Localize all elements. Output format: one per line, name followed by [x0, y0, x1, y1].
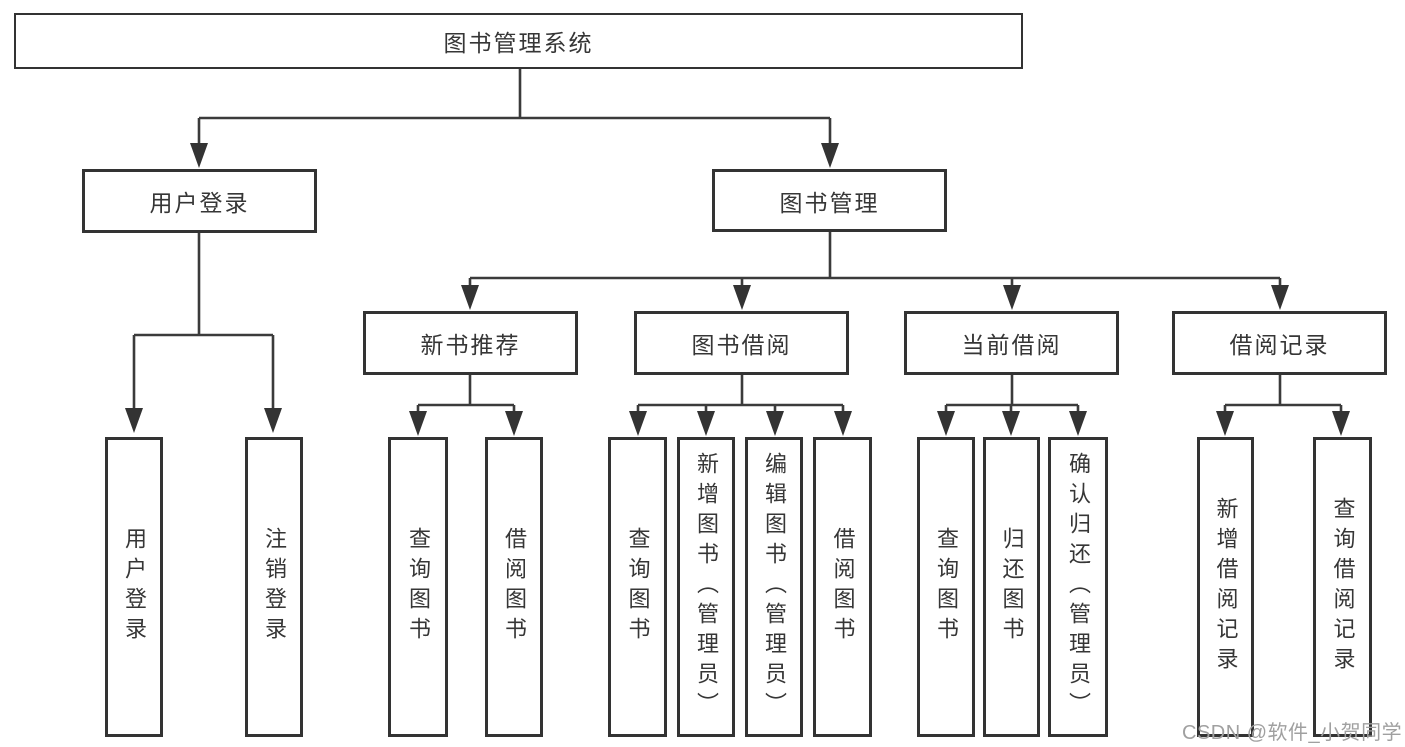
node-user-login: 用户登录 — [82, 169, 317, 233]
node-new-book-recommend: 新书推荐 — [363, 311, 578, 375]
node-borrow-record-label: 借阅记录 — [1229, 332, 1330, 358]
leaf-borrow-edit-admin-label: 编辑图书（管理员） — [762, 452, 787, 722]
node-new-book-recommend-label: 新书推荐 — [420, 332, 521, 358]
leaf-borrow-edit-admin: 编辑图书（管理员） — [745, 437, 803, 737]
node-borrow-record: 借阅记录 — [1172, 311, 1387, 375]
node-user-login-label: 用户登录 — [149, 190, 250, 216]
leaf-borrow-borrow: 借阅图书 — [813, 437, 872, 737]
leaf-borrow-query-label: 查询图书 — [625, 527, 651, 647]
leaf-user-login-label: 用户登录 — [122, 527, 147, 647]
leaf-logout: 注销登录 — [245, 437, 303, 737]
leaf-record-add-label: 新增借阅记录 — [1213, 497, 1239, 677]
leaf-current-return-label: 归还图书 — [999, 527, 1025, 647]
leaf-current-return: 归还图书 — [983, 437, 1040, 737]
leaf-record-query-label: 查询借阅记录 — [1330, 497, 1356, 677]
leaf-borrow-add-admin-label: 新增图书（管理员） — [694, 452, 719, 722]
leaf-borrow-add-admin: 新增图书（管理员） — [677, 437, 735, 737]
node-book-management-label: 图书管理 — [779, 189, 880, 216]
leaf-borrow-borrow-label: 借阅图书 — [830, 527, 856, 647]
leaf-logout-label: 注销登录 — [262, 527, 287, 647]
node-root: 图书管理系统 — [14, 13, 1023, 69]
arrowheads — [125, 143, 1350, 436]
leaf-newbook-query-label: 查询图书 — [406, 527, 431, 647]
leaf-current-query: 查询图书 — [917, 437, 975, 737]
leaf-current-confirm-admin-label: 确认归还（管理员） — [1066, 452, 1091, 722]
node-book-borrow: 图书借阅 — [634, 311, 849, 375]
node-book-management: 图书管理 — [712, 169, 947, 232]
csdn-watermark: CSDN @软件_小贺同学 — [1182, 722, 1403, 744]
leaf-record-query: 查询借阅记录 — [1313, 437, 1372, 737]
leaf-record-add: 新增借阅记录 — [1197, 437, 1254, 737]
leaf-borrow-query: 查询图书 — [608, 437, 667, 737]
leaf-newbook-borrow: 借阅图书 — [485, 437, 543, 737]
node-current-borrow: 当前借阅 — [904, 311, 1119, 375]
node-current-borrow-label: 当前借阅 — [961, 332, 1062, 358]
leaf-current-query-label: 查询图书 — [934, 527, 959, 647]
leaf-newbook-query: 查询图书 — [388, 437, 448, 737]
node-root-label: 图书管理系统 — [443, 30, 594, 56]
node-book-borrow-label: 图书借阅 — [691, 332, 792, 358]
leaf-newbook-borrow-label: 借阅图书 — [502, 527, 527, 647]
connector-path — [132, 69, 1343, 413]
leaf-user-login: 用户登录 — [105, 437, 163, 737]
leaf-current-confirm-admin: 确认归还（管理员） — [1048, 437, 1108, 737]
